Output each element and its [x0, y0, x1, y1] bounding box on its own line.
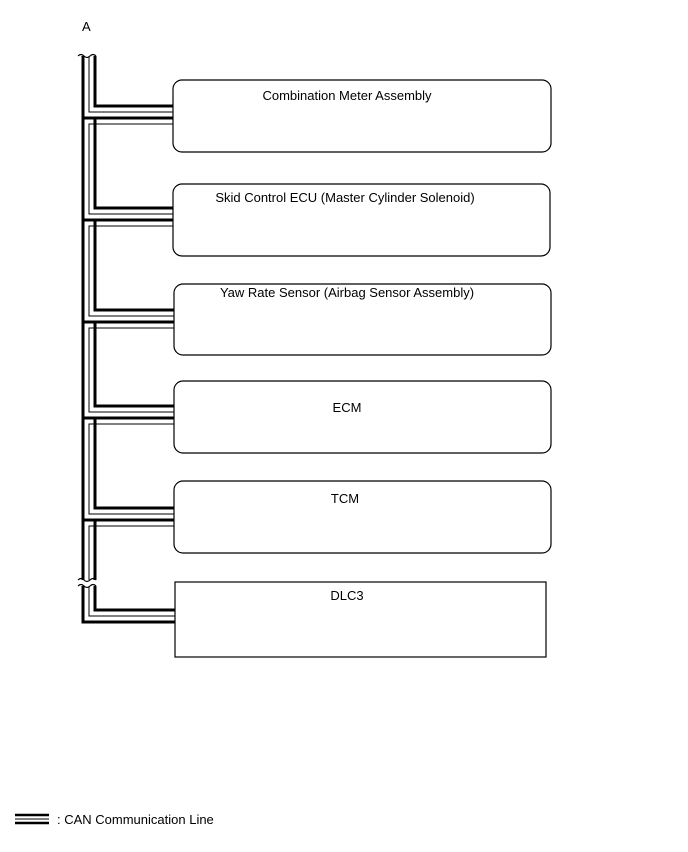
- can-line-to-break: [81, 518, 174, 580]
- can-line-dlc3: [81, 586, 175, 624]
- legend-label: : CAN Communication Line: [57, 812, 214, 827]
- module-label: Skid Control ECU (Master Cylinder Soleno…: [215, 190, 474, 205]
- module-label: Combination Meter Assembly: [262, 88, 432, 103]
- module-label: DLC3: [330, 588, 363, 603]
- module-tcm: TCM: [173, 480, 552, 554]
- bus-label-a: A: [82, 19, 91, 34]
- can-line-tcm: [81, 416, 174, 522]
- module-label: ECM: [333, 400, 362, 415]
- module-combination-meter-assembly: Combination Meter Assembly: [172, 79, 552, 153]
- can-line-yaw-rate-sensor: [81, 218, 174, 324]
- can-line-skid-control-ecu: [81, 116, 174, 222]
- bus-break-top: [77, 53, 97, 59]
- module-ecm: ECM: [173, 380, 552, 454]
- module-label: TCM: [331, 491, 359, 506]
- module-skid-control-ecu: Skid Control ECU (Master Cylinder Soleno…: [172, 183, 551, 257]
- legend: : CAN Communication Line: [15, 812, 214, 827]
- can-line-ecm: [81, 320, 174, 420]
- module-dlc3: DLC3: [174, 581, 547, 658]
- module-label: Yaw Rate Sensor (Airbag Sensor Assembly): [220, 285, 474, 300]
- bus-break-middle: [76, 577, 102, 589]
- legend-can-line-symbol: [15, 813, 49, 825]
- can-line-combination-meter: [81, 56, 174, 120]
- module-yaw-rate-sensor: Yaw Rate Sensor (Airbag Sensor Assembly): [173, 283, 552, 356]
